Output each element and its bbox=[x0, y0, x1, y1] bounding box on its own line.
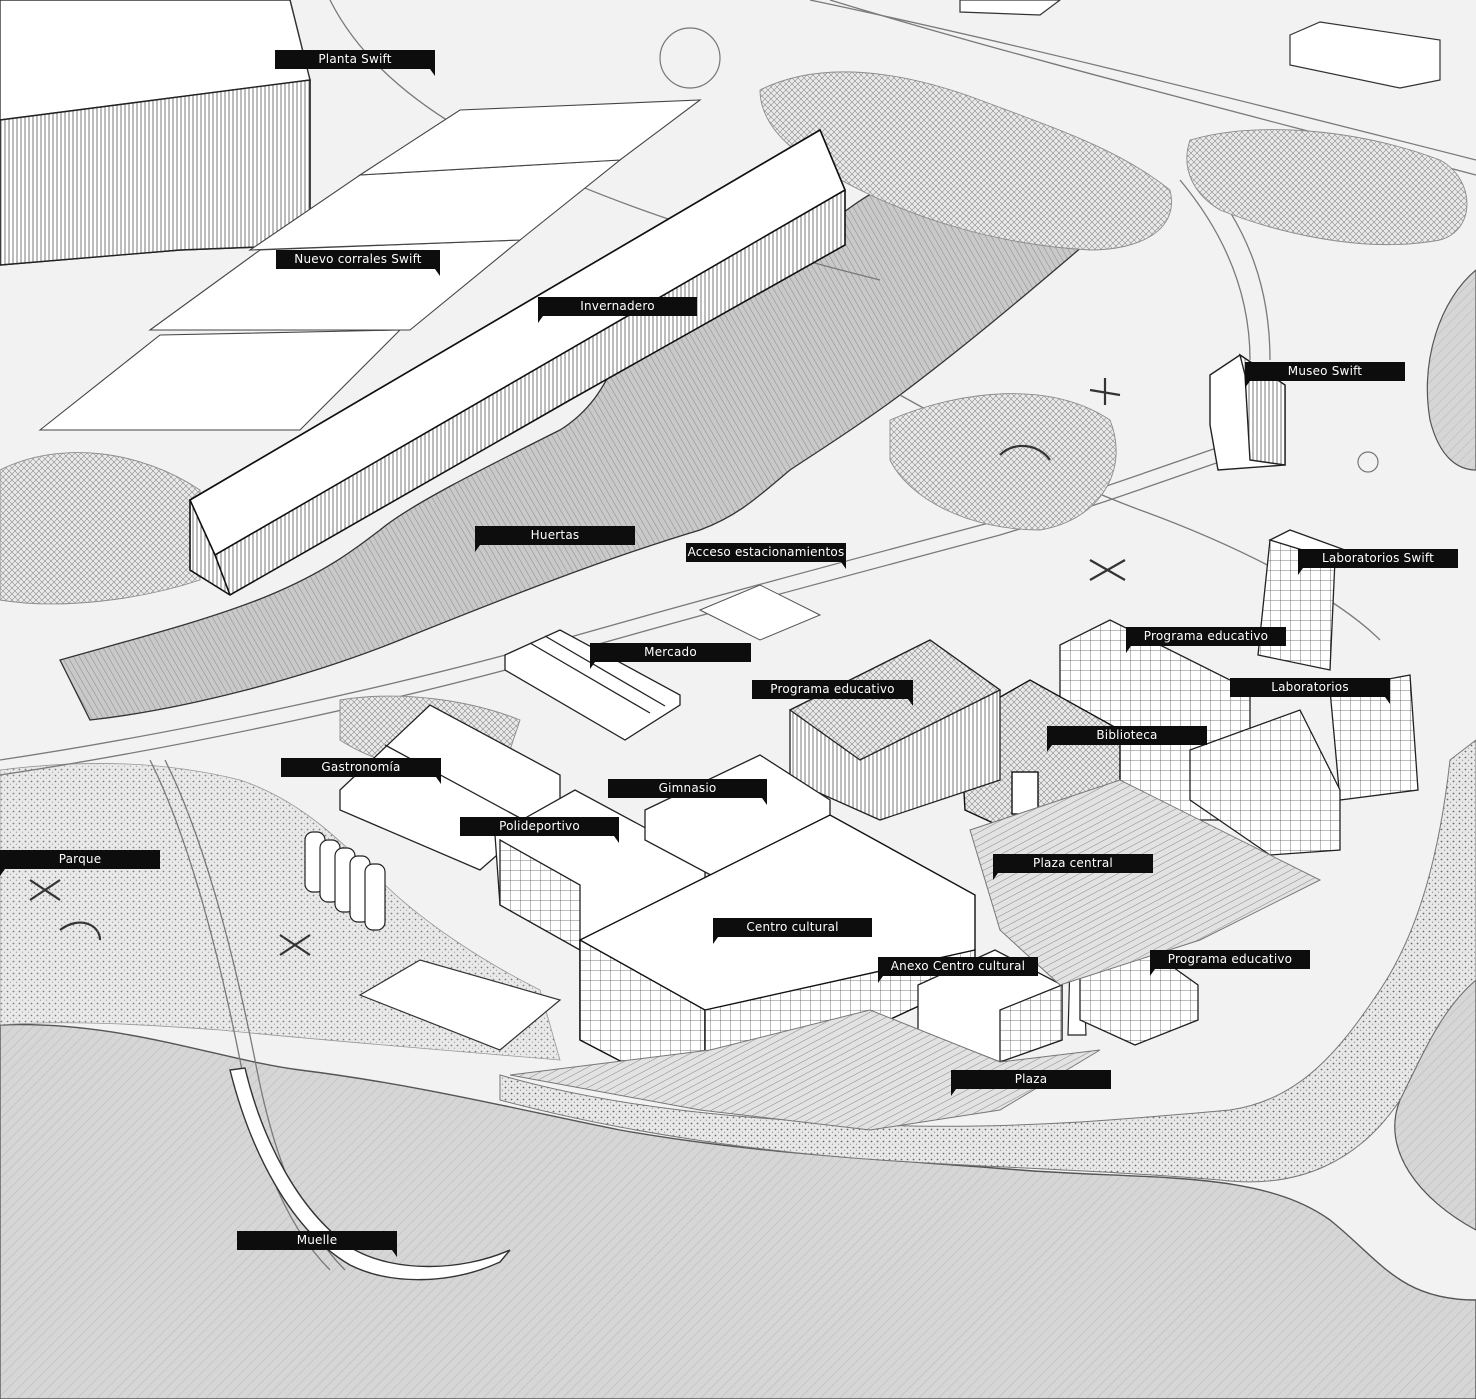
label-acceso-estacionamientos: Acceso estacionamientos bbox=[686, 543, 846, 569]
anexo-centro-cultural-building bbox=[917, 949, 1063, 1063]
invernadero-building bbox=[188, 128, 847, 596]
roundabout-east bbox=[1357, 451, 1379, 473]
silos bbox=[304, 831, 386, 931]
label-biblioteca: Biblioteca bbox=[1047, 726, 1207, 752]
roundabout bbox=[659, 27, 721, 89]
label-invernadero: Invernadero bbox=[538, 297, 697, 323]
park-crosses bbox=[29, 378, 1126, 956]
label-programa-educativo-1: Programa educativo bbox=[1126, 627, 1286, 653]
label-muelle: Muelle bbox=[237, 1231, 397, 1257]
mercado-building bbox=[504, 629, 681, 741]
river-northeast bbox=[1426, 269, 1476, 471]
label-programa-educativo-3: Programa educativo bbox=[1150, 950, 1310, 976]
label-parque: Parque bbox=[0, 850, 160, 876]
mercado-court bbox=[698, 584, 822, 641]
northeast-buildings bbox=[959, 0, 1441, 89]
label-planta-swift: Planta Swift bbox=[275, 50, 435, 76]
plaza-deck bbox=[509, 1009, 1101, 1131]
plaza-central-deck bbox=[969, 779, 1322, 986]
label-huertas: Huertas bbox=[475, 526, 635, 552]
label-programa-educativo-2: Programa educativo bbox=[752, 680, 913, 706]
label-plaza-central: Plaza central bbox=[993, 854, 1153, 880]
label-laboratorios-swift: Laboratorios Swift bbox=[1298, 549, 1458, 575]
label-mercado: Mercado bbox=[590, 643, 751, 669]
label-gimnasio: Gimnasio bbox=[608, 779, 767, 805]
label-anexo-centro-cultural: Anexo Centro cultural bbox=[878, 957, 1038, 983]
label-nuevo-corrales-swift: Nuevo corrales Swift bbox=[276, 250, 440, 276]
label-centro-cultural: Centro cultural bbox=[713, 918, 872, 944]
label-gastronomia: Gastronomía bbox=[281, 758, 441, 784]
pool-court bbox=[358, 959, 562, 1051]
shore-vegetation bbox=[499, 739, 1476, 1183]
label-plaza: Plaza bbox=[951, 1070, 1111, 1096]
muelle-pier bbox=[229, 1067, 511, 1281]
label-laboratorios: Laboratorios bbox=[1230, 678, 1390, 704]
museo-swift-building bbox=[1209, 353, 1286, 471]
label-polideportivo: Polideportivo bbox=[460, 817, 619, 843]
corrales-sheds bbox=[38, 99, 702, 431]
label-museo-swift: Museo Swift bbox=[1245, 362, 1405, 388]
planta-swift-building bbox=[0, 0, 311, 266]
